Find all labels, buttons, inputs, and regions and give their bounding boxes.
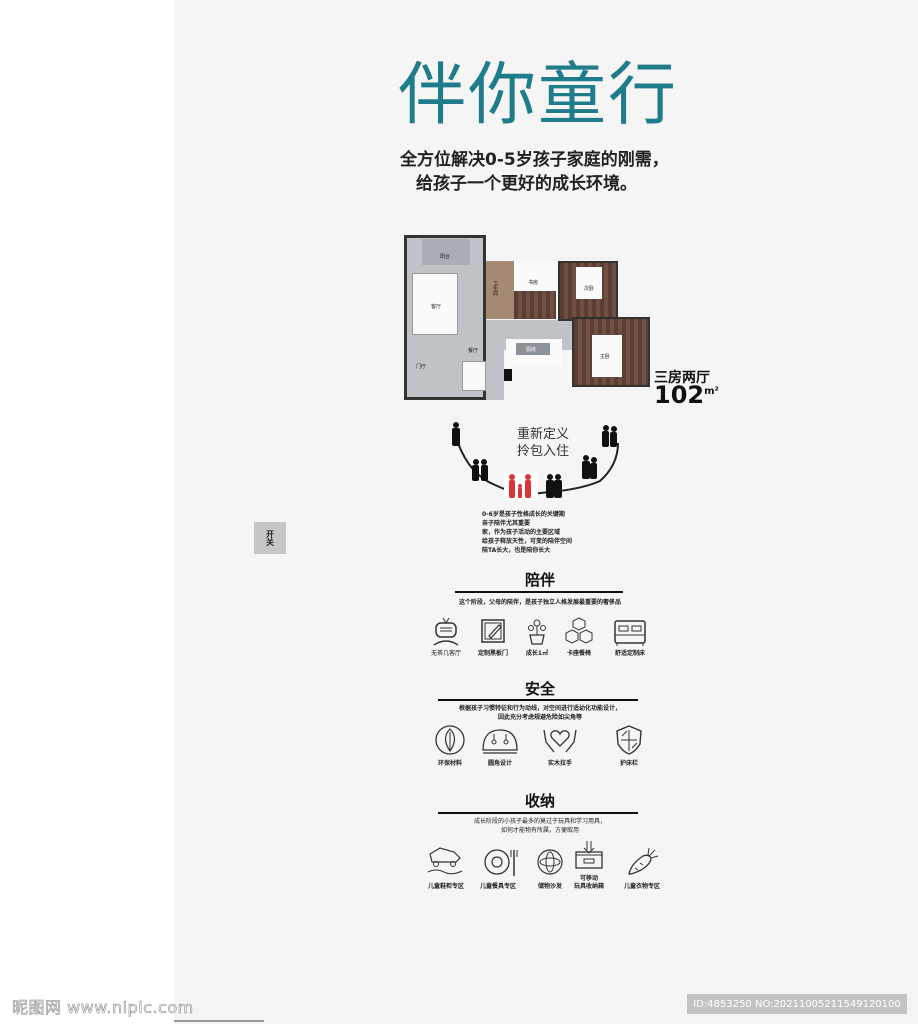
room-label-dining: 餐厅 bbox=[468, 348, 479, 354]
room-label-bathroom: 卫生间 bbox=[492, 281, 498, 296]
leaf-icon bbox=[434, 724, 466, 756]
room-label-study: 书房 bbox=[528, 280, 539, 286]
left-margin bbox=[0, 0, 174, 1024]
subtitle-line-2: 给孩子一个更好的成长环境。 bbox=[416, 174, 637, 194]
section-divider bbox=[438, 699, 638, 701]
lifecycle-caption: 重新定义 拎包入住 bbox=[513, 426, 573, 460]
lifecycle-line-1: 重新定义 bbox=[516, 427, 569, 442]
plan-area-unit: m² bbox=[704, 386, 719, 397]
page-title: 伴你童行 bbox=[398, 56, 679, 135]
drawing-board-icon bbox=[477, 615, 509, 647]
icon-label: 成长1㎡ bbox=[525, 650, 549, 657]
room-label-balcony: 阳台 bbox=[440, 254, 451, 260]
section-desc-line-2: 如何才能物有所属，方便取用 bbox=[500, 827, 579, 834]
intro-line: 陪TA长大，也是陪你长大 bbox=[482, 547, 551, 554]
icon-label-line-1: 可移动 bbox=[579, 875, 598, 882]
lifecycle-line-2: 拎包入住 bbox=[516, 444, 569, 459]
icon-label: 环保材料 bbox=[437, 760, 462, 767]
shield-icon bbox=[613, 724, 645, 756]
intro-line: 亲子陪伴尤其重要 bbox=[482, 520, 531, 527]
icon-label: 圆角设计 bbox=[487, 760, 512, 767]
icon-label: 护床栏 bbox=[619, 760, 638, 767]
room-label-kitchen: 厨房 bbox=[526, 347, 537, 353]
section-desc: 这个阶段，父母的陪伴，是孩子独立人格发展最重要的奢侈品 bbox=[458, 599, 621, 606]
room-label-living: 客厅 bbox=[431, 304, 442, 310]
panel-divider bbox=[174, 1020, 264, 1022]
section-title-companionship: 陪伴 bbox=[524, 571, 555, 589]
icon-label: 定制黑板门 bbox=[477, 650, 508, 657]
bed-icon bbox=[611, 615, 649, 647]
section-desc-line-1: 成长阶段的小孩子最多的莫过于玩具和学习用具， bbox=[473, 818, 606, 825]
floor-plan: 阳台 客厅 卫生间 书房 次卧 主卧 厨房 餐厅 门厅 bbox=[404, 235, 650, 400]
poster-panel bbox=[174, 0, 918, 1024]
watermark-logo: 昵图网 www.nipic.com bbox=[12, 998, 194, 1018]
carrot-icon bbox=[625, 846, 659, 878]
icon-label: 实木拉手 bbox=[547, 760, 572, 767]
icon-label: 儿童鞋柜专区 bbox=[427, 883, 464, 890]
intro-line: 给孩子释放天性，可变的陪伴空间 bbox=[482, 538, 573, 545]
icon-label: 储物沙发 bbox=[537, 883, 562, 890]
icon-label: 儿童餐具专区 bbox=[479, 883, 516, 890]
section-desc: 成长阶段的小孩子最多的莫过于玩具和学习用具， 如何才能物有所属，方便取用 bbox=[420, 817, 660, 835]
intro-line: 0-6岁是孩子性格成长的关键期 bbox=[482, 511, 565, 518]
cubes-icon bbox=[563, 615, 595, 647]
icon-label-line-2: 玩具收纳箱 bbox=[573, 883, 604, 890]
donut-fork-icon bbox=[483, 846, 519, 878]
plan-area: 102m² bbox=[654, 381, 719, 409]
icon-label: 儿童衣物专区 bbox=[623, 883, 660, 890]
icon-label: 可移动 玩具收纳箱 bbox=[559, 875, 619, 891]
plan-caption: 三房两厅 bbox=[654, 370, 710, 386]
hands-heart-icon bbox=[541, 724, 579, 756]
subtitle-line-1: 全方位解决0-5岁孩子家庭的刚需， bbox=[400, 150, 669, 170]
room-label-master-bedroom: 主卧 bbox=[600, 354, 611, 360]
icon-label: 舒适定制床 bbox=[614, 650, 645, 657]
storage-box-icon bbox=[574, 840, 604, 870]
tv-icon bbox=[430, 615, 462, 647]
toy-car-icon bbox=[426, 844, 464, 876]
flower-storage-icon bbox=[536, 848, 564, 876]
room-label-entry: 门厅 bbox=[416, 364, 427, 370]
room-label-second-bedroom: 次卧 bbox=[584, 286, 595, 292]
icon-label: 无茶几客厅 bbox=[430, 650, 461, 657]
section-title-safety: 安全 bbox=[524, 680, 555, 698]
rounded-corner-icon bbox=[480, 724, 520, 756]
family-silhouettes-icon bbox=[452, 422, 619, 501]
plan-area-value: 102 bbox=[654, 381, 705, 409]
intro-text: 0-6岁是孩子性格成长的关键期 亲子陪伴尤其重要 家，作为孩子活动的主要区域 给… bbox=[482, 510, 572, 555]
section-desc-line-2: 因此充分考虑规避危险如尖角等 bbox=[497, 714, 582, 721]
family-lifecycle-graphic bbox=[440, 415, 640, 505]
watermark-id: ID:4853250 NO:20211005211549120100 bbox=[687, 994, 907, 1014]
flower-pot-icon bbox=[521, 615, 553, 647]
section-desc: 根据孩子习惯特征和行为动线，对空间进行适幼化功能设计， 因此充分考虑规避危险如尖… bbox=[420, 704, 660, 722]
section-divider bbox=[455, 591, 623, 593]
toggle-button[interactable]: 开关 bbox=[254, 522, 286, 554]
section-divider bbox=[438, 812, 638, 814]
icon-label: 卡座餐椅 bbox=[566, 650, 591, 657]
section-title-storage: 收纳 bbox=[524, 792, 555, 810]
section-desc-line-1: 根据孩子习惯特征和行为动线，对空间进行适幼化功能设计， bbox=[458, 705, 621, 712]
intro-line: 家，作为孩子活动的主要区域 bbox=[482, 529, 561, 536]
subtitle: 全方位解决0-5岁孩子家庭的刚需， 给孩子一个更好的成长环境。 bbox=[400, 148, 669, 196]
